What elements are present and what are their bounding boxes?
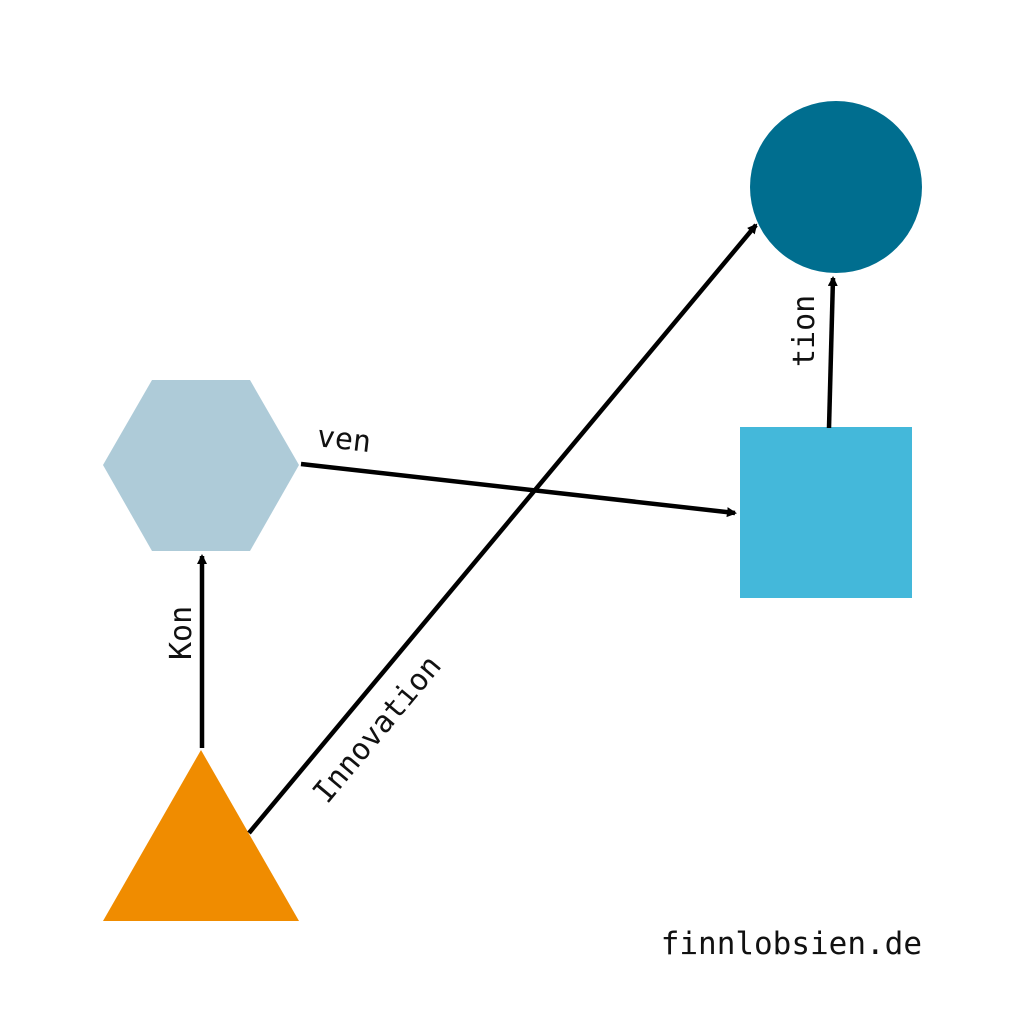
node-circle <box>750 101 922 273</box>
node-triangle <box>103 750 299 921</box>
edge-label-ven: ven <box>315 419 373 460</box>
edge-tion-arrow <box>826 276 838 429</box>
edge-ven-arrow <box>300 461 737 518</box>
node-square <box>740 427 912 598</box>
edge-label-kon: Kon <box>164 606 199 660</box>
watermark-text: finnlobsien.de <box>661 926 922 962</box>
edge-innovation-arrow <box>247 223 758 835</box>
edge-label-tion: tion <box>787 295 822 367</box>
edge-label-innovation: Innovation <box>306 649 449 810</box>
node-hexagon <box>103 380 299 551</box>
